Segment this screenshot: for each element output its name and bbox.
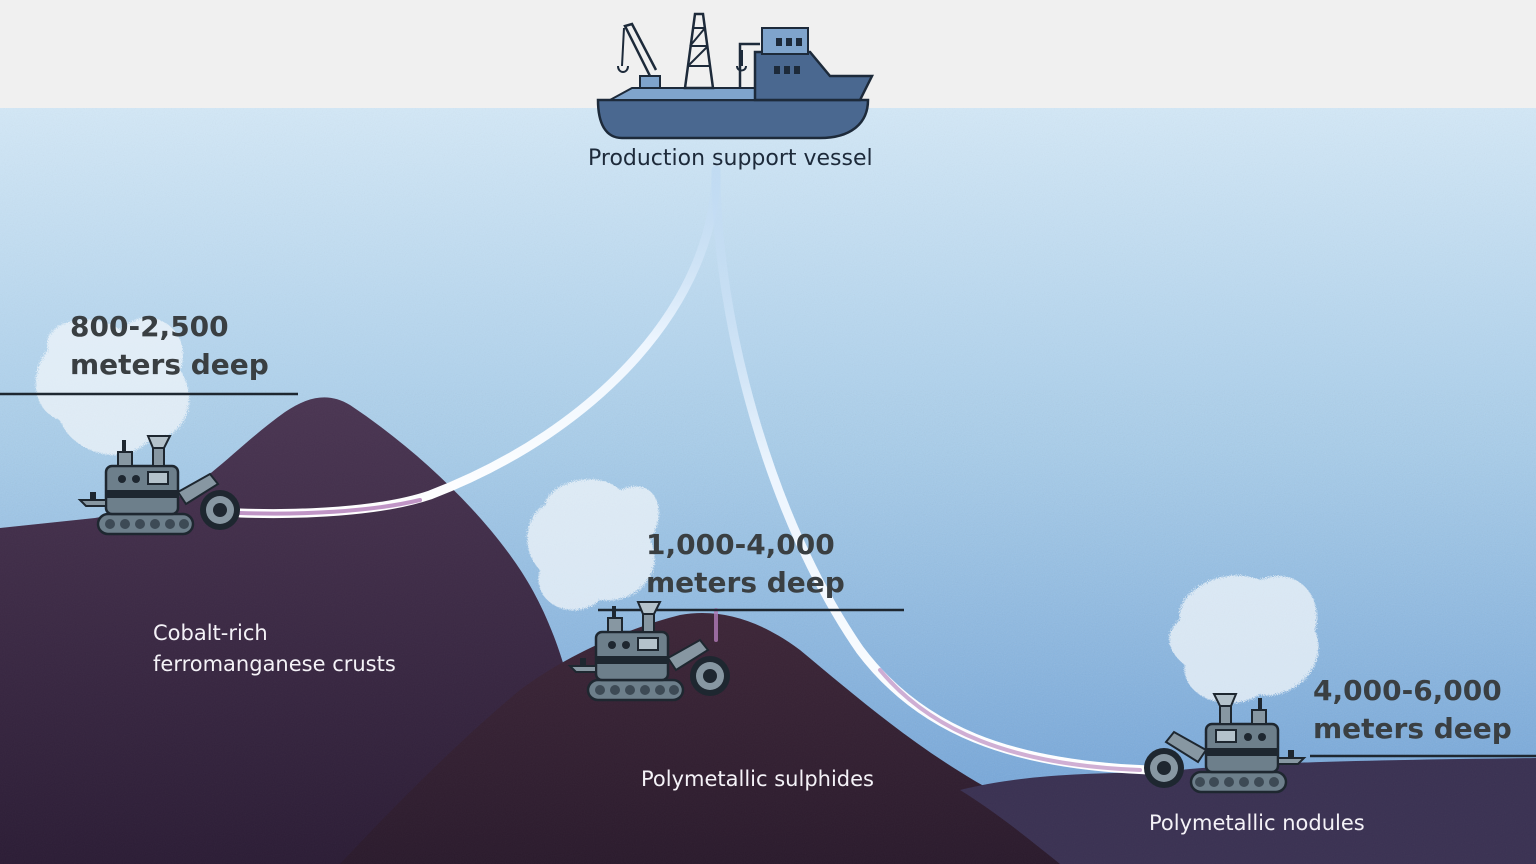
depth-unit: meters deep: [1313, 712, 1512, 745]
deposit-label-sulphides: Polymetallic sulphides: [641, 764, 874, 795]
deposit-label-nodules: Polymetallic nodules: [1149, 808, 1365, 839]
deposit-line: Polymetallic nodules: [1149, 811, 1365, 835]
riser-pipes: [235, 165, 1155, 775]
depth-range: 800-2,500: [70, 310, 229, 343]
ship-icon: [596, 12, 875, 140]
depth-label-nodules: 4,000-6,000 meters deep: [1313, 672, 1512, 748]
deposit-line: ferromanganese crusts: [153, 652, 396, 676]
depth-range: 4,000-6,000: [1313, 674, 1502, 707]
deposit-line: Cobalt-rich: [153, 621, 268, 645]
depth-label-sulphides: 1,000-4,000 meters deep: [646, 526, 845, 602]
depth-unit: meters deep: [70, 348, 269, 381]
depth-range: 1,000-4,000: [646, 528, 835, 561]
depth-label-crusts: 800-2,500 meters deep: [70, 308, 269, 384]
vessel-label: Production support vessel: [588, 146, 873, 171]
depth-unit: meters deep: [646, 566, 845, 599]
deposit-line: Polymetallic sulphides: [641, 767, 874, 791]
deposit-label-crusts: Cobalt-rich ferromanganese crusts: [153, 618, 396, 680]
